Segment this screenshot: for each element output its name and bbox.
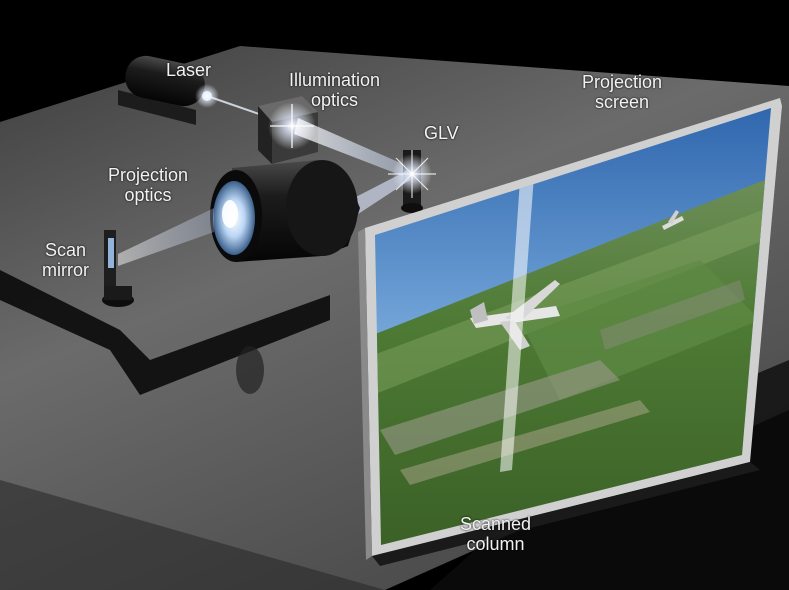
scanned-column-stripe [500, 176, 534, 472]
projection-optics-shadow [236, 346, 264, 394]
projection-screen-label: Projection screen [582, 72, 663, 112]
illumination-optics-label: Illumination optics [289, 70, 381, 110]
table-side [0, 480, 385, 590]
glv-label: GLV [424, 123, 459, 143]
projection-optics-label: Projection optics [108, 165, 189, 205]
optics-shadow [0, 270, 330, 395]
glv-beam [350, 170, 410, 218]
screen-frame-edge [358, 228, 372, 560]
projected-image [375, 108, 771, 545]
laser-device [118, 55, 219, 125]
illumination-optics-device [258, 96, 318, 164]
scanned-column-label: Scanned column [460, 514, 532, 554]
laser-label: Laser [166, 60, 212, 80]
projection-optics-device [210, 160, 360, 262]
scan-mirror-label: Scan mirror [42, 240, 89, 280]
illumination-beam [294, 118, 412, 178]
projection-beam [118, 208, 214, 266]
scan-mirror-device [102, 230, 134, 307]
aircraft-far [662, 210, 684, 230]
screen-back-shadow [372, 462, 760, 566]
